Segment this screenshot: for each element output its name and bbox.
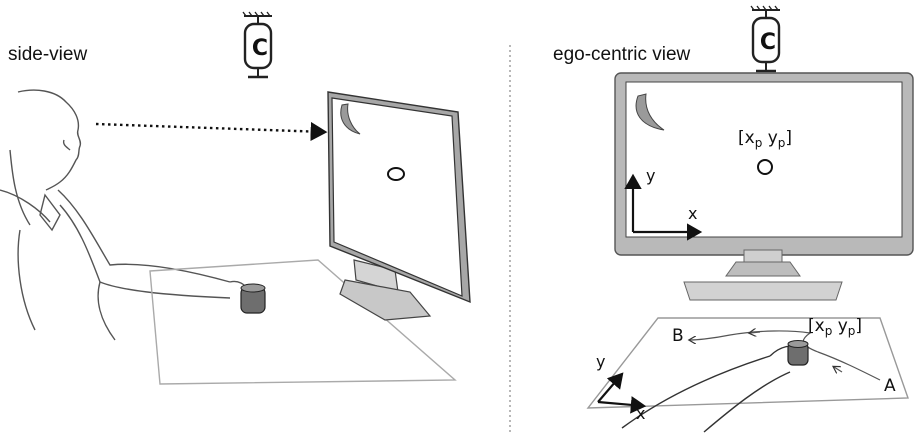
path-start-label: A: [884, 376, 896, 396]
table-y-label: y: [596, 352, 606, 371]
table-left: [149, 259, 457, 385]
bracket-close: ]: [855, 316, 863, 336]
banana-left: [340, 103, 361, 135]
arm-right: [621, 345, 801, 433]
target-y-sub: p: [847, 324, 856, 338]
gaze-arrow: [95, 121, 328, 142]
screen-x-label: x: [688, 204, 698, 223]
side-view-title: side-view: [8, 44, 88, 65]
target-x-sub: p: [824, 324, 833, 338]
movement-path: [690, 330, 881, 381]
monitor-right: [614, 72, 914, 301]
target-y: y: [837, 316, 848, 336]
monitor-left: [327, 91, 471, 321]
bracket-close: ]: [785, 128, 793, 148]
target-y: y: [767, 128, 778, 148]
path-end-label: B: [672, 326, 684, 346]
camera-label-left: C: [251, 36, 269, 61]
screen-target-label: [xp yp]: [738, 128, 793, 150]
target-left: [387, 167, 405, 181]
cup-right: [787, 340, 809, 366]
target-x-sub: p: [754, 136, 763, 150]
banana-right: [635, 93, 665, 131]
camera-icon-left: [242, 11, 273, 79]
target-x: x: [744, 128, 755, 148]
table-y-axis: [597, 372, 624, 403]
camera-label-right: C: [759, 30, 777, 55]
target-y-sub: p: [777, 136, 786, 150]
bracket-open: [: [738, 128, 745, 148]
table-x-label: x: [636, 404, 646, 423]
cup-left: [240, 283, 266, 314]
bracket-open: [: [808, 316, 815, 336]
target-right: [757, 159, 773, 175]
screen-y-label: y: [646, 166, 656, 185]
ego-centric-view-title: ego-centric view: [553, 44, 691, 65]
table-target-label: [xp yp]: [808, 316, 863, 338]
camera-icon-right: [750, 5, 781, 73]
target-x: x: [814, 316, 825, 336]
table-x-axis: [597, 396, 647, 414]
person-sketch: [0, 89, 249, 341]
